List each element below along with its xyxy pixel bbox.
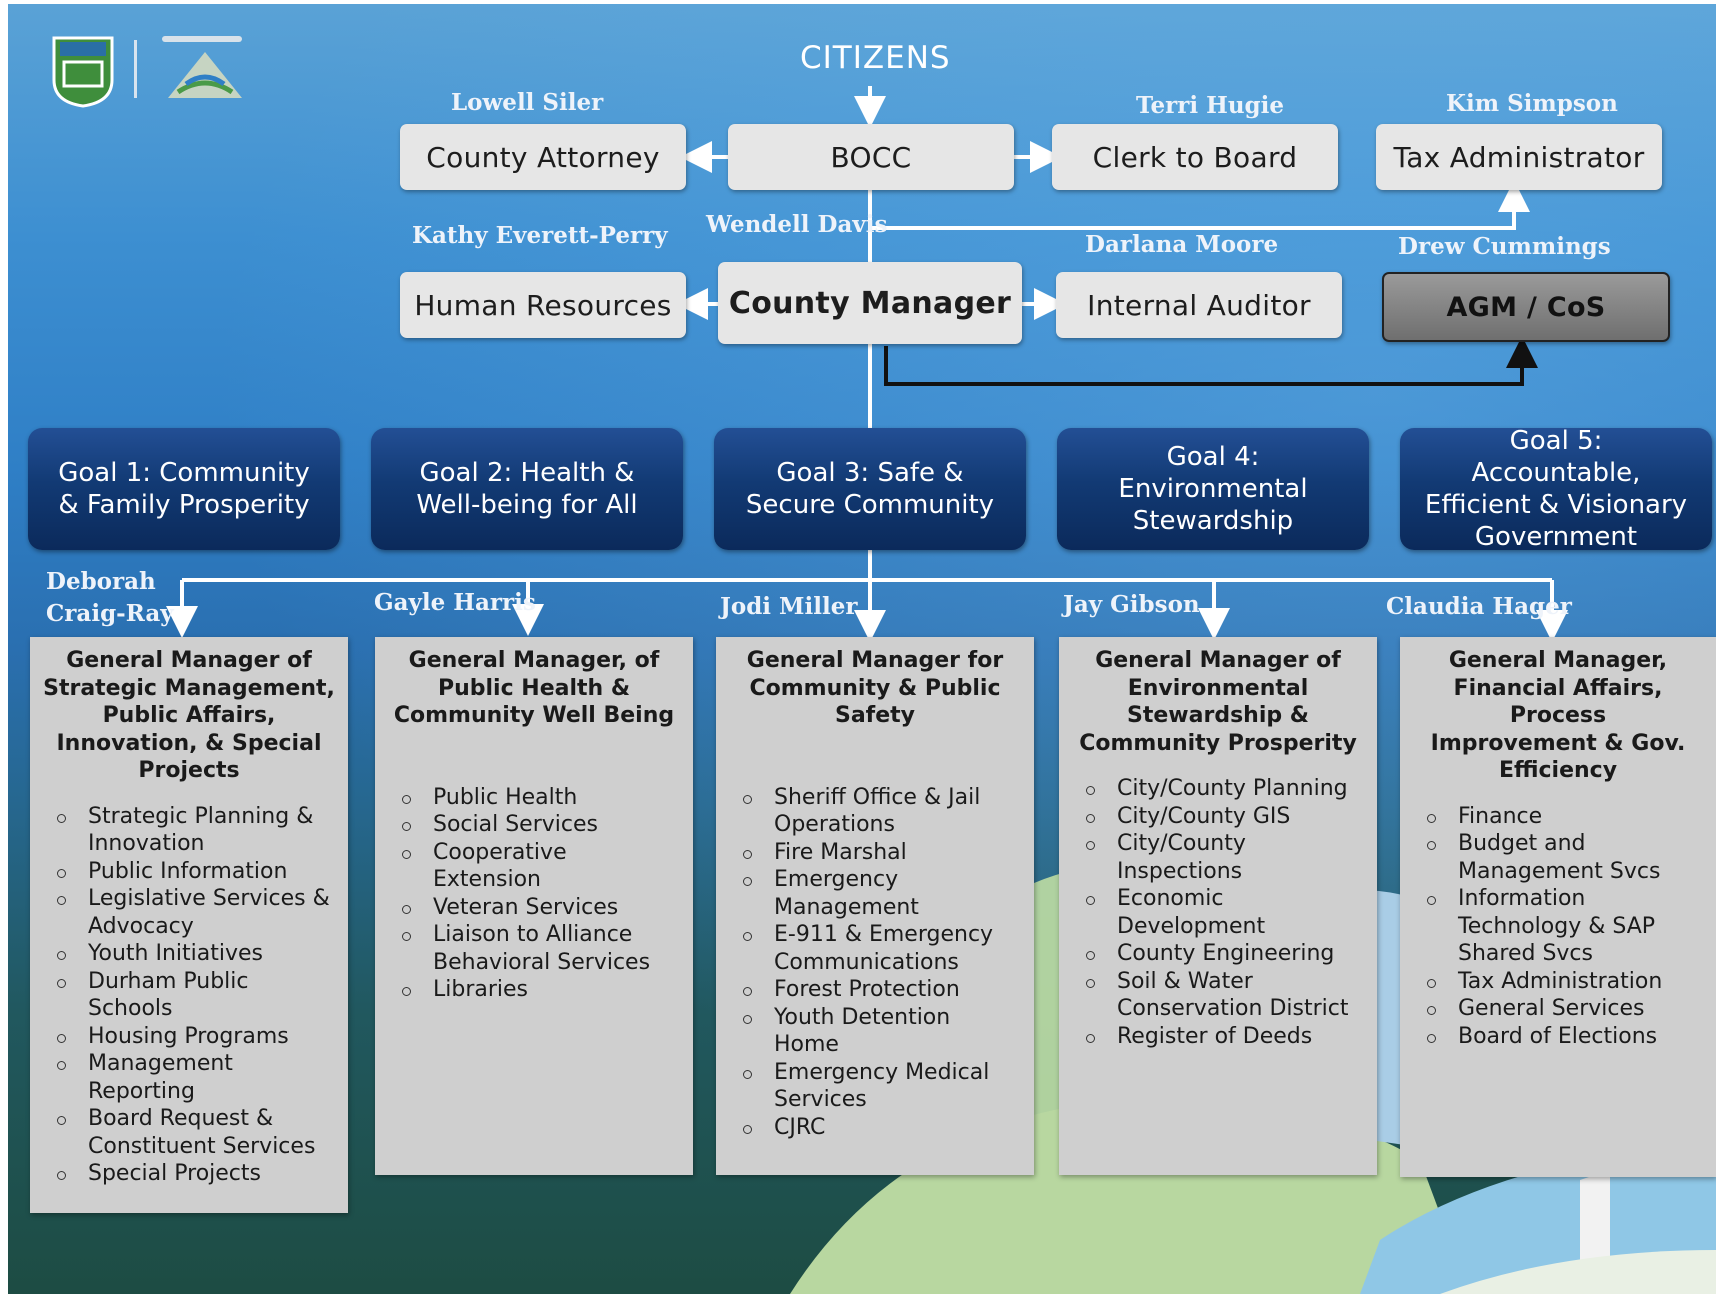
list-item: CJRC: [726, 1114, 1024, 1142]
list-item: Special Projects: [40, 1160, 338, 1188]
hr-box: Human Resources: [400, 272, 686, 338]
list-item: Public Information: [40, 858, 338, 886]
name-clerk: Terri Hugie: [1136, 92, 1284, 119]
county-attorney-box: County Attorney: [400, 124, 686, 190]
name-gm5: Claudia Hager: [1386, 593, 1572, 620]
durham-county-logo: [52, 36, 114, 112]
list-item: Social Services: [385, 811, 683, 839]
agm-cos-box: AGM / CoS: [1382, 272, 1670, 342]
list-item: City/County Planning: [1069, 775, 1367, 803]
goal-2: Goal 2: Health &Well-being for All: [371, 428, 683, 550]
list-item: Public Health: [385, 784, 683, 812]
list-item: Legislative Services &Advocacy: [40, 885, 338, 940]
list-item: Youth Initiatives: [40, 940, 338, 968]
mountain-logo: [160, 34, 250, 108]
list-item: Veteran Services: [385, 894, 683, 922]
list-item: Housing Programs: [40, 1023, 338, 1051]
name-hr: Kathy Everett-Perry: [412, 222, 668, 249]
list-item: County Engineering: [1069, 940, 1367, 968]
logo-divider: [134, 40, 137, 98]
citizens-label: CITIZENS: [800, 40, 951, 76]
internal-auditor-box: Internal Auditor: [1056, 272, 1342, 338]
list-item: Tax Administration: [1410, 968, 1706, 996]
gm-title: General Manager,Financial Affairs, Proce…: [1430, 648, 1686, 783]
goal-1: Goal 1: Community& Family Prosperity: [28, 428, 340, 550]
name-county-attorney: Lowell Siler: [451, 89, 604, 116]
list-item: Board Request &Constituent Services: [40, 1105, 338, 1160]
list-item: City/County GIS: [1069, 803, 1367, 831]
gm-box-5: General Manager,Financial Affairs, Proce…: [1400, 637, 1716, 1177]
goal-3: Goal 3: Safe &Secure Community: [714, 428, 1026, 550]
list-item: Forest Protection: [726, 976, 1024, 1004]
name-gm2: Gayle Harris: [374, 589, 536, 616]
county-manager-box: County Manager: [718, 262, 1022, 344]
clerk-box: Clerk to Board: [1052, 124, 1338, 190]
list-item: Libraries: [385, 976, 683, 1004]
name-agm: Drew Cummings: [1398, 233, 1611, 260]
name-gm3: Jodi Miller: [720, 593, 858, 620]
bocc-box: BOCC: [728, 124, 1014, 190]
list-item: Finance: [1410, 803, 1706, 831]
list-item: Register of Deeds: [1069, 1023, 1367, 1051]
list-item: Board of Elections: [1410, 1023, 1706, 1051]
name-auditor: Darlana Moore: [1085, 231, 1279, 258]
list-item: Strategic Planning &Innovation: [40, 803, 338, 858]
name-manager: Wendell Davis: [706, 211, 888, 238]
name-gm4: Jay Gibson: [1063, 591, 1200, 618]
goal-5: Goal 5:Accountable,Efficient & Visionary…: [1400, 426, 1712, 552]
list-item: Fire Marshal: [726, 839, 1024, 867]
list-item: General Services: [1410, 995, 1706, 1023]
tax-admin-box: Tax Administrator: [1376, 124, 1662, 190]
name-tax-admin: Kim Simpson: [1446, 90, 1618, 117]
